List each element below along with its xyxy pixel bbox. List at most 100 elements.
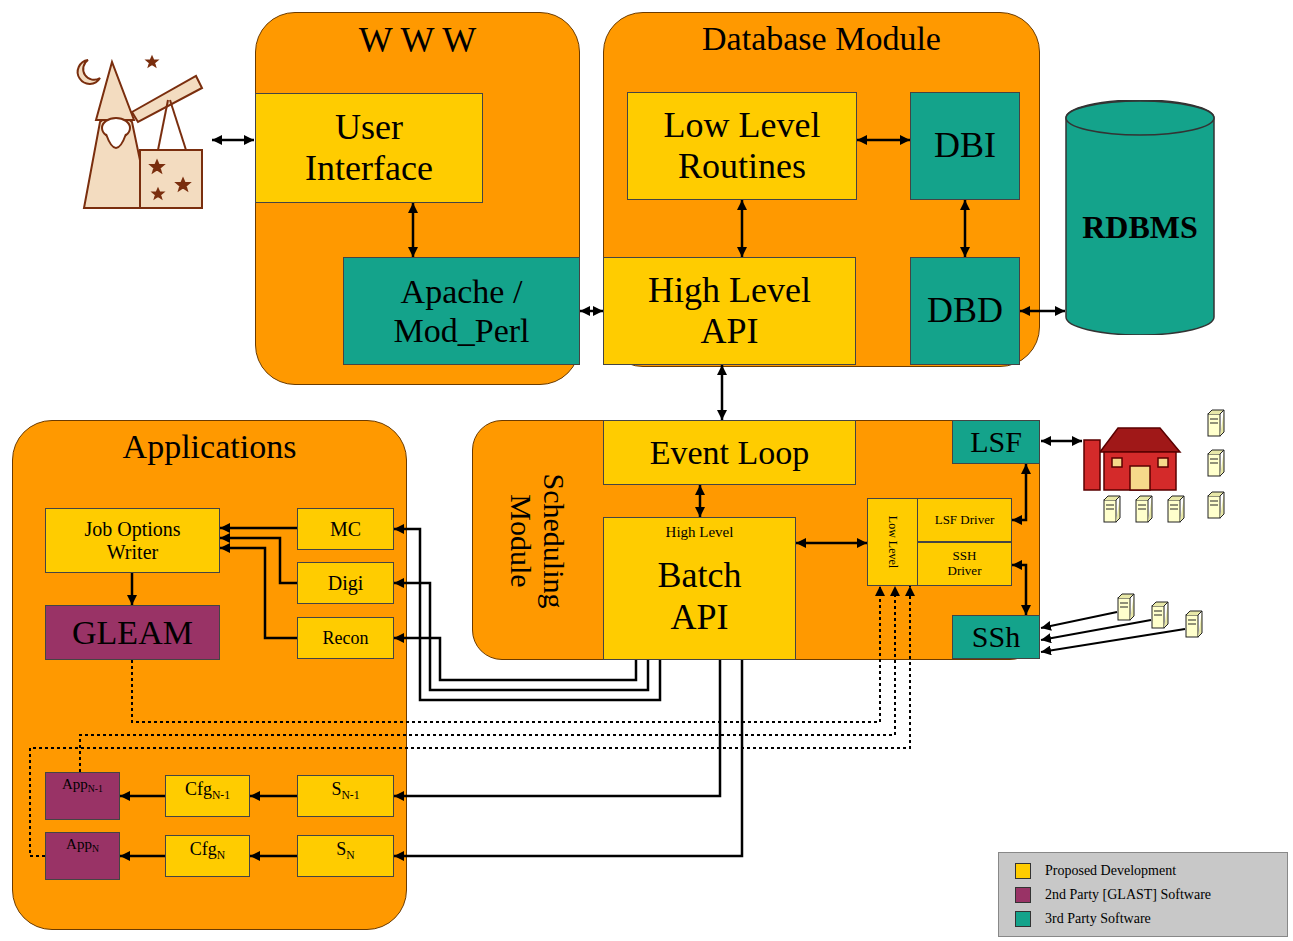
control-link [80,586,895,772]
legend-swatch [1015,863,1031,879]
tripod-leg [170,100,186,150]
data-flow-arrow [394,638,636,680]
control-link [132,586,880,722]
box-label: Apache / Mod_Perl [362,272,562,350]
wizard-hat [96,62,134,120]
cylinder-top [1066,101,1214,135]
box-label: SSh [972,620,1020,655]
component-box: SSH Driver [917,542,1012,586]
box-label: Low Level [885,498,901,586]
server-icon [1208,450,1224,476]
data-flow-arrow [394,660,742,856]
box-label: GLEAM [72,613,193,652]
subscript-text: N-1 [212,789,230,802]
box-label: User Interface [284,107,454,190]
moon-symbol [78,60,100,84]
box-label: Low Level Routines [642,105,842,188]
box-label: Cfg [190,839,217,860]
wizard-illustration [78,57,202,208]
component-box: Event Loop [603,420,856,485]
module-title: Applications [13,427,406,468]
component-box: SN [297,835,394,877]
legend-box: Proposed Development 2nd Party [GLAST] So… [998,852,1288,937]
data-flow-arrow [699,485,702,517]
tripod-leg [158,100,168,150]
box-label: MC [330,518,361,541]
data-flow-arrow [394,583,648,690]
data-flow-arrow [220,548,297,638]
ssh-servers [1041,594,1202,652]
data-flow-arrow [1020,310,1065,313]
data-flow-arrow [721,365,724,420]
module-panel: Scheduling ModuleEvent LoopHigh LevelBat… [472,420,1040,660]
wizard-robe [84,115,150,208]
data-flow-arrow [741,200,744,257]
subscript-text: N [217,849,225,862]
box-label: High Level API [630,270,830,353]
legend-row: 2nd Party [GLAST] Software [1015,883,1287,907]
legend-label: 2nd Party [GLAST] Software [1045,887,1211,903]
legend-row: Proposed Development [1015,859,1287,883]
data-flow-arrow [220,527,297,530]
data-flow-arrow [250,795,297,798]
server-icon [1186,611,1202,637]
component-box: Digi [297,562,394,604]
component-box: GLEAM [45,605,220,660]
data-flow-arrow [394,529,660,700]
star-symbol [147,57,157,66]
data-flow-arrow [412,203,415,257]
cylinder-body [1066,100,1214,335]
component-box: Apache / Mod_Perl [343,257,580,365]
data-flow-arrow [857,139,910,142]
component-box: High LevelBatch API [603,517,796,660]
barn-door [1130,466,1150,490]
component-box: MC [297,508,394,550]
server-icon [1136,496,1152,522]
server-icon [1208,492,1224,518]
component-box: CfgN [165,835,250,877]
data-flow-arrow [250,855,297,858]
component-box: Recon [297,617,394,659]
data-flow-arrow [120,795,165,798]
wizard-beard [106,134,126,148]
data-flow-arrow [394,660,720,796]
box-label: Cfg [185,779,212,800]
component-box: High Level API [603,257,856,365]
box-label: Digi [328,572,364,595]
data-flow-arrow [120,855,165,858]
database-cylinder: RDBMS [1065,100,1215,335]
box-label: LSF [970,425,1022,460]
box-label: High Level [666,524,734,541]
ssh-link [1041,629,1185,652]
server-icon [1168,496,1184,522]
component-box: Job Options Writer [45,508,220,573]
component-box: Low Level LSF DriverSSH Driver [867,498,1012,586]
box-label: S [336,839,346,860]
data-flow-arrow [580,310,603,313]
legend-label: 3rd Party Software [1045,911,1151,927]
data-flow-arrow [131,573,134,605]
control-link [30,586,910,856]
module-title: W W W [256,19,579,62]
legend-row: 3rd Party Software [1015,907,1287,931]
component-box: SSh [952,615,1040,659]
barn-illustration [1084,428,1180,490]
component-box: DBI [910,92,1020,200]
ssh-link [1041,612,1117,628]
component-box: LSF Driver [917,498,1012,542]
box-label: DBI [934,125,996,166]
subscript-text: N-1 [341,789,359,802]
barn-body [1104,452,1176,490]
barn-silo [1084,440,1100,490]
component-box: Low Level Routines [627,92,857,200]
legend-swatch [1015,911,1031,927]
box-label: S [331,779,341,800]
data-flow-arrow [1012,464,1026,520]
component-box: AppN-1 [45,772,120,820]
subscript-text: N [346,849,354,862]
barn-roof [1100,428,1180,452]
barn-window [1112,458,1122,467]
data-flow-arrow [1012,565,1026,615]
server-icon [1152,602,1168,628]
module-panel: Database ModuleLow Level RoutinesDBIHigh… [603,12,1040,367]
